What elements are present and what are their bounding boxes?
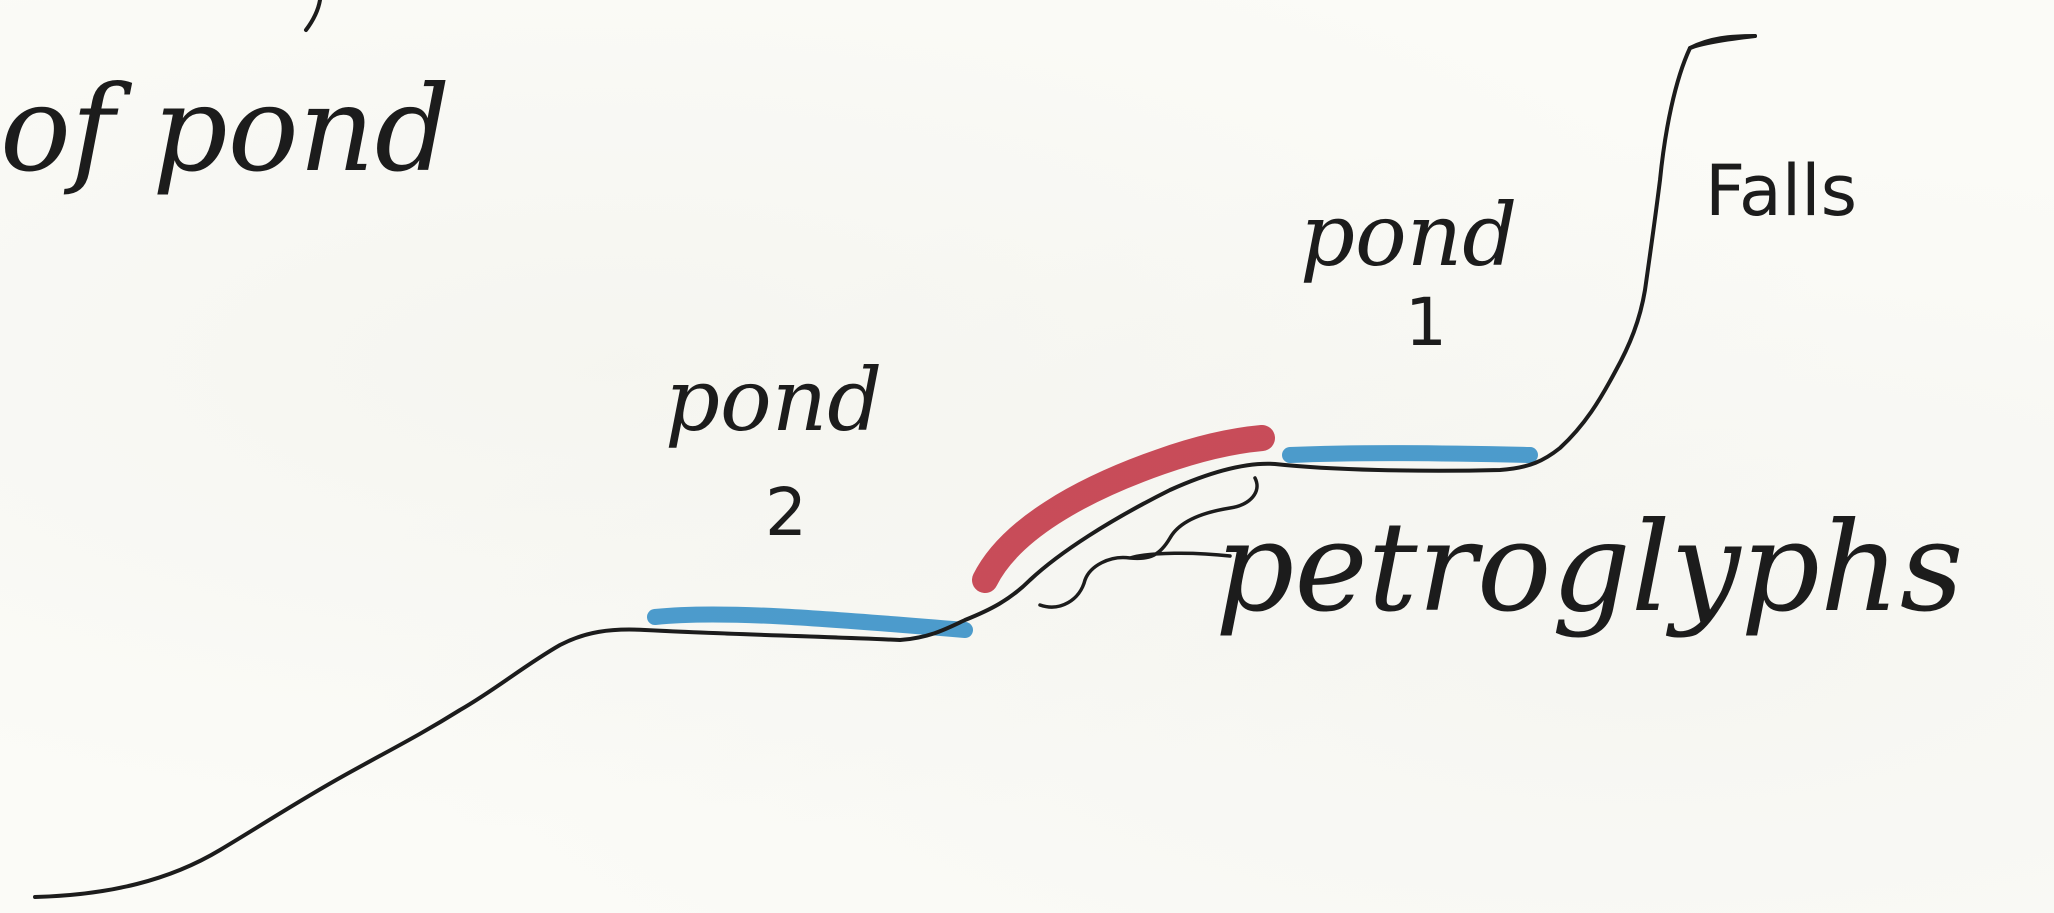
label-pond-2-number: 2 (765, 474, 807, 551)
label-of-pond: of pond (0, 60, 450, 198)
top-stroke-fragment (306, 0, 320, 30)
label-falls: Falls (1705, 150, 1857, 232)
label-pond-1-number: 1 (1405, 284, 1447, 361)
label-petroglyphs: petroglyphs (1215, 496, 1963, 640)
pond-2-water (655, 614, 965, 630)
pond-1-water (1290, 453, 1530, 455)
label-pond-2: pond (665, 351, 882, 451)
label-pond-1: pond (1300, 186, 1517, 286)
